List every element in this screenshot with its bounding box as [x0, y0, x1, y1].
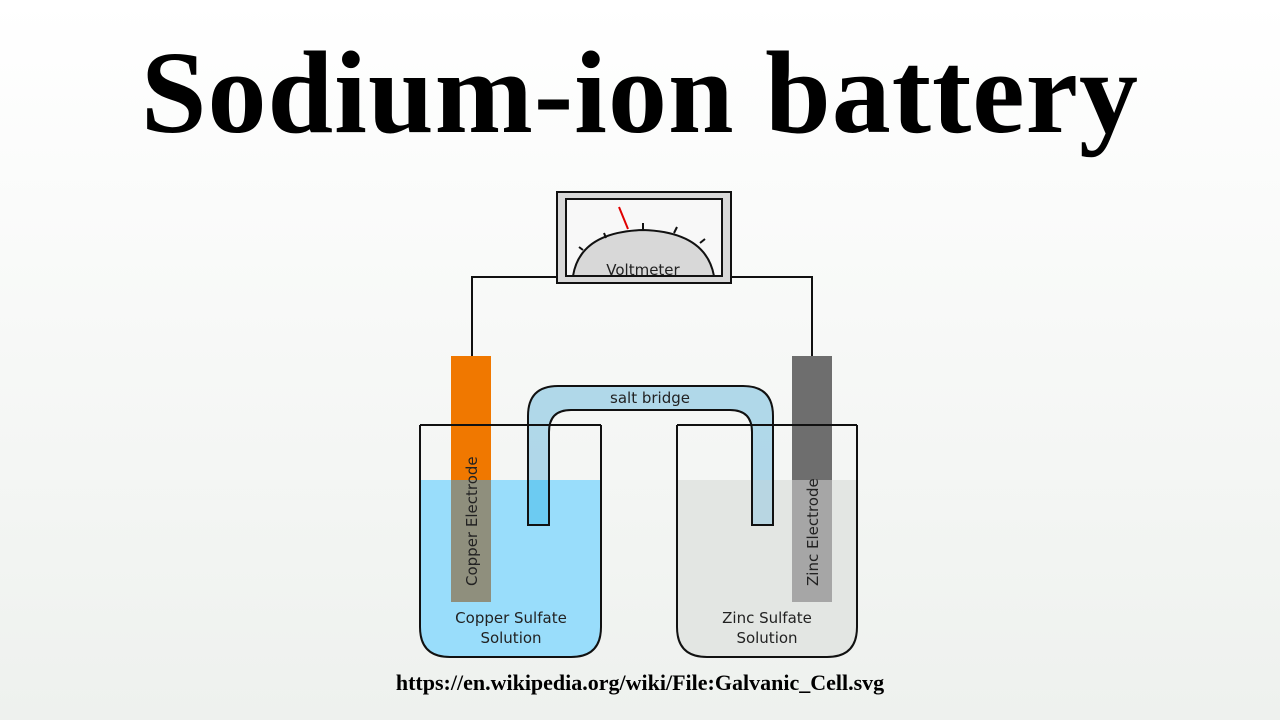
zinc-electrode-label: Zinc Electrode: [804, 478, 822, 586]
voltmeter-label: Voltmeter: [606, 261, 680, 279]
zinc-solution-label-1: Zinc Sulfate: [722, 609, 812, 627]
right-wire: [731, 276, 813, 356]
left-wire: [471, 276, 557, 356]
voltmeter-dial: [571, 228, 716, 277]
left-beaker: [419, 425, 602, 658]
voltmeter: Voltmeter: [556, 191, 732, 284]
source-url: https://en.wikipedia.org/wiki/File:Galva…: [395, 670, 885, 695]
salt-bridge: [527, 385, 774, 526]
copper-electrode-label: Copper Electrode: [463, 456, 481, 586]
salt-bridge-left-leg-submerged: [529, 480, 548, 524]
zinc-electrode-submerged: [792, 480, 832, 602]
salt-bridge-label: salt bridge: [610, 389, 690, 407]
page-title: Sodium-ion battery: [140, 27, 1140, 158]
salt-bridge-right-leg-submerged: [753, 480, 772, 524]
zinc-solution-label-2: Solution: [736, 629, 797, 647]
voltmeter-needle: [618, 206, 629, 230]
copper-solution-label-1: Copper Sulfate: [455, 609, 567, 627]
copper-electrode-submerged: [451, 480, 491, 602]
copper-solution-label-2: Solution: [480, 629, 541, 647]
right-beaker: [676, 425, 858, 658]
dial-ticks: [578, 223, 706, 251]
